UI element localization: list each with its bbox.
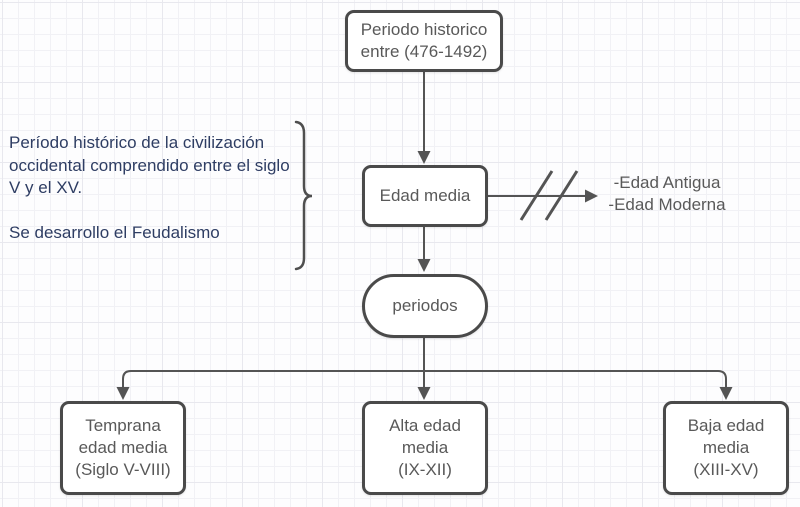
node-label: Periodo historico [360, 20, 488, 39]
connector-edad-media-to-periodos[interactable] [417, 227, 431, 272]
node-label: periodos [392, 296, 458, 315]
note-line: -Edad Moderna [608, 195, 726, 214]
node-label: media [401, 438, 449, 457]
note-line [9, 200, 309, 223]
node-temprana-edad-media[interactable]: Temprana edad media (Siglo V-VIII) [60, 401, 186, 495]
arrowhead-down-icon [719, 387, 733, 400]
brace-note-text[interactable]: Período histórico de la civilización occ… [9, 132, 309, 245]
curly-brace-shape[interactable] [294, 120, 313, 271]
note-line: -Edad Antigua [613, 173, 721, 192]
node-label: Baja edad [687, 416, 765, 435]
node-label: Temprana [85, 416, 161, 435]
connector-periodo-to-edad-media[interactable] [417, 72, 431, 164]
note-line: Período histórico de la civilización [9, 133, 265, 152]
node-label: entre (476-1492) [360, 42, 488, 61]
arrowhead-right-icon [585, 189, 598, 203]
node-label: Edad media [379, 186, 471, 205]
connector-edad-media-to-other-ages[interactable] [488, 170, 598, 221]
connector-periodos-to-periods[interactable] [116, 338, 733, 400]
arrowhead-down-icon [417, 259, 431, 272]
node-label: (Siglo V-VIII) [75, 460, 171, 479]
note-line: occidental comprendido entre el siglo [9, 155, 290, 175]
node-label: edad media [78, 438, 168, 457]
note-line: V y el XV. [9, 178, 83, 197]
node-label: Alta edad [389, 416, 461, 435]
arrowhead-down-icon [116, 387, 130, 400]
other-ages-text[interactable]: -Edad Antigua -Edad Moderna [600, 172, 734, 216]
node-baja-edad-media[interactable]: Baja edad media (XIII-XV) [663, 401, 789, 495]
node-label: (IX-XII) [398, 460, 452, 479]
arrowhead-down-icon [417, 151, 431, 164]
node-periodos[interactable]: periodos [362, 274, 488, 338]
node-periodo-historico[interactable]: Periodo historico entre (476-1492) [345, 10, 503, 72]
node-label: media [702, 438, 750, 457]
node-label: (XIII-XV) [693, 460, 759, 479]
node-alta-edad-media[interactable]: Alta edad media (IX-XII) [362, 401, 488, 495]
double-slash-icon [519, 170, 579, 221]
node-edad-media[interactable]: Edad media [362, 165, 488, 227]
note-line: Se desarrollo el Feudalismo [9, 223, 220, 242]
arrowhead-down-icon [417, 387, 431, 400]
